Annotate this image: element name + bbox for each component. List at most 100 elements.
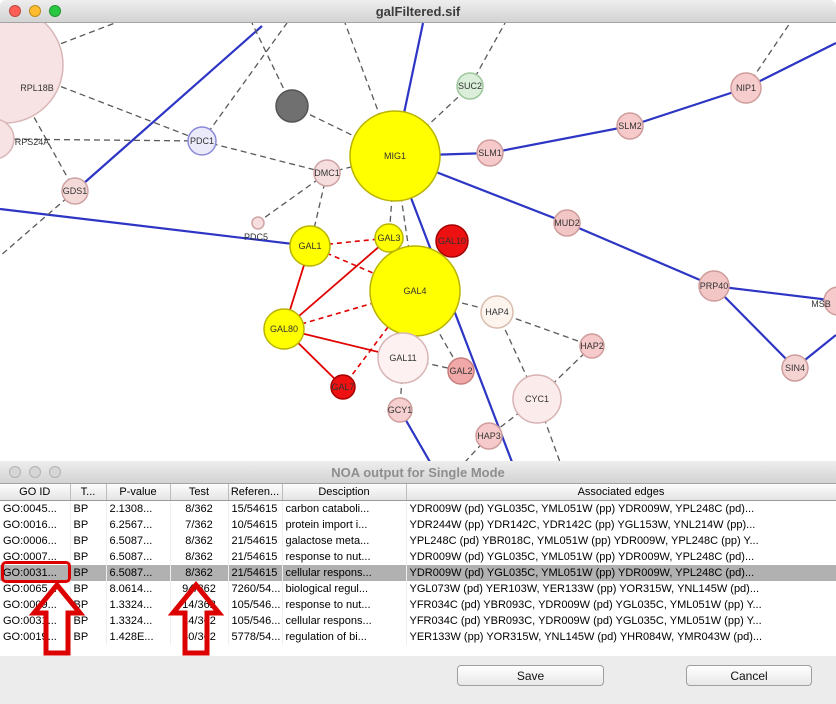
table-cell[interactable]: GO:0019... <box>0 629 71 645</box>
table-cell[interactable]: regulation of bi... <box>282 629 407 645</box>
table-cell[interactable]: GO:0006... <box>0 533 71 549</box>
table-cell[interactable]: 1.3324... <box>106 613 171 629</box>
node-MSB[interactable] <box>823 286 836 316</box>
node-CYC1[interactable] <box>512 374 562 424</box>
node-GAL80[interactable] <box>263 308 305 350</box>
node-PRP40[interactable] <box>698 270 730 302</box>
table-cell[interactable]: YDR009W (pd) YGL035C, YML051W (pp) YDR00… <box>406 549 836 565</box>
column-header-1[interactable]: T... <box>70 484 107 501</box>
node-SLM2[interactable] <box>616 112 644 140</box>
table-cell[interactable]: cellular respons... <box>282 613 407 629</box>
table-cell[interactable]: BP <box>70 500 107 517</box>
table-cell[interactable]: YPL248C (pd) YBR018C, YML051W (pp) YDR00… <box>406 533 836 549</box>
node-MIG1[interactable] <box>349 110 441 202</box>
node-GAL3[interactable] <box>374 223 404 253</box>
table-cell[interactable]: BP <box>70 613 107 629</box>
table-cell[interactable]: YDR244W (pp) YDR142C, YDR142C (pp) YGL15… <box>406 517 836 533</box>
table-cell[interactable]: 21/54615 <box>228 533 283 549</box>
node-GCY1[interactable] <box>387 397 413 423</box>
table-cell[interactable]: response to nut... <box>282 549 407 565</box>
cancel-button[interactable]: Cancel <box>686 665 812 686</box>
table-cell[interactable]: GO:0031... <box>0 613 71 629</box>
node-HAP3[interactable] <box>475 422 503 450</box>
table-cell[interactable]: 6.5087... <box>106 549 171 565</box>
node-SIN4[interactable] <box>781 354 809 382</box>
node-GAL1[interactable] <box>289 225 331 267</box>
table-cell[interactable]: BP <box>70 565 107 581</box>
table-cell[interactable]: 15/54615 <box>228 500 283 517</box>
table-cell[interactable]: 7/362 <box>170 517 229 533</box>
column-header-4[interactable]: Referen... <box>228 484 283 501</box>
table-cell[interactable]: protein import i... <box>282 517 407 533</box>
table-cell[interactable]: 5778/54... <box>228 629 283 645</box>
node-GAL7[interactable] <box>330 374 356 400</box>
table-cell[interactable]: 94/362 <box>170 581 229 597</box>
table-cell[interactable]: 10/54615 <box>228 517 283 533</box>
node-HAP4[interactable] <box>480 295 514 329</box>
column-header-5[interactable]: Desciption <box>282 484 407 501</box>
table-cell[interactable]: 21/54615 <box>228 549 283 565</box>
node-SUC2[interactable] <box>456 72 484 100</box>
table-cell[interactable]: YGL073W (pd) YER103W, YER133W (pp) YOR31… <box>406 581 836 597</box>
node-PDC5[interactable] <box>251 216 265 230</box>
table-cell[interactable]: 2.1308... <box>106 500 171 517</box>
table-cell[interactable]: YDR009W (pd) YGL035C, YML051W (pp) YDR00… <box>406 500 836 517</box>
node-HAP2[interactable] <box>579 333 605 359</box>
table-cell[interactable]: 6.2567... <box>106 517 171 533</box>
table-cell[interactable]: 8/362 <box>170 549 229 565</box>
node-RPS24A[interactable] <box>0 119 15 159</box>
table-cell[interactable]: YFR034C (pd) YBR093C, YDR009W (pd) YGL03… <box>406 613 836 629</box>
node-GAL2[interactable] <box>447 357 475 385</box>
table-cell[interactable]: 1.3324... <box>106 597 171 613</box>
table-cell[interactable]: response to nut... <box>282 597 407 613</box>
table-cell[interactable]: BP <box>70 549 107 565</box>
table-cell[interactable]: GO:0016... <box>0 517 71 533</box>
table-cell[interactable]: cellular respons... <box>282 565 407 581</box>
minimize-button[interactable] <box>29 466 41 478</box>
table-cell[interactable]: 8/362 <box>170 500 229 517</box>
save-button[interactable]: Save <box>457 665 604 686</box>
table-cell[interactable]: 8/362 <box>170 565 229 581</box>
node-GDS1[interactable] <box>61 177 89 205</box>
table-cell[interactable]: GO:0009... <box>0 597 71 613</box>
node-DMC1[interactable] <box>313 159 341 187</box>
table-cell[interactable]: YDR009W (pd) YGL035C, YML051W (pp) YDR00… <box>406 565 836 581</box>
node-MUD2[interactable] <box>553 209 581 237</box>
column-header-3[interactable]: Test <box>170 484 229 501</box>
zoom-button[interactable] <box>49 5 61 17</box>
table-cell[interactable]: 21/54615 <box>228 565 283 581</box>
close-button[interactable] <box>9 466 21 478</box>
table-cell[interactable]: GO:0065... <box>0 581 71 597</box>
table-cell[interactable]: 105/546... <box>228 613 283 629</box>
node-unnamed[interactable] <box>275 89 309 123</box>
network-canvas[interactable]: RPL18BRPS24AGDS1PDC1DMC1MIG1SUC2SLM1SLM2… <box>0 23 836 461</box>
table-cell[interactable]: GO:0045... <box>0 500 71 517</box>
table-cell[interactable]: carbon cataboli... <box>282 500 407 517</box>
table-cell[interactable]: 80/362 <box>170 629 229 645</box>
table-cell[interactable]: BP <box>70 597 107 613</box>
table-cell[interactable]: 8.0614... <box>106 581 171 597</box>
table-cell[interactable]: 7260/54... <box>228 581 283 597</box>
node-PDC1[interactable] <box>187 126 217 156</box>
column-header-6[interactable]: Associated edges <box>406 484 836 501</box>
zoom-button[interactable] <box>49 466 61 478</box>
node-GAL10[interactable] <box>435 224 469 258</box>
table-cell[interactable]: BP <box>70 517 107 533</box>
table-cell[interactable]: 1.428E... <box>106 629 171 645</box>
table-cell[interactable]: 14/362 <box>170 597 229 613</box>
node-GAL11[interactable] <box>377 332 429 384</box>
table-cell[interactable]: YER133W (pp) YOR315W, YNL145W (pd) YHR08… <box>406 629 836 645</box>
table-cell[interactable]: GO:0007... <box>0 549 71 565</box>
minimize-button[interactable] <box>29 5 41 17</box>
close-button[interactable] <box>9 5 21 17</box>
table-cell[interactable]: BP <box>70 533 107 549</box>
node-SLM1[interactable] <box>476 139 504 167</box>
